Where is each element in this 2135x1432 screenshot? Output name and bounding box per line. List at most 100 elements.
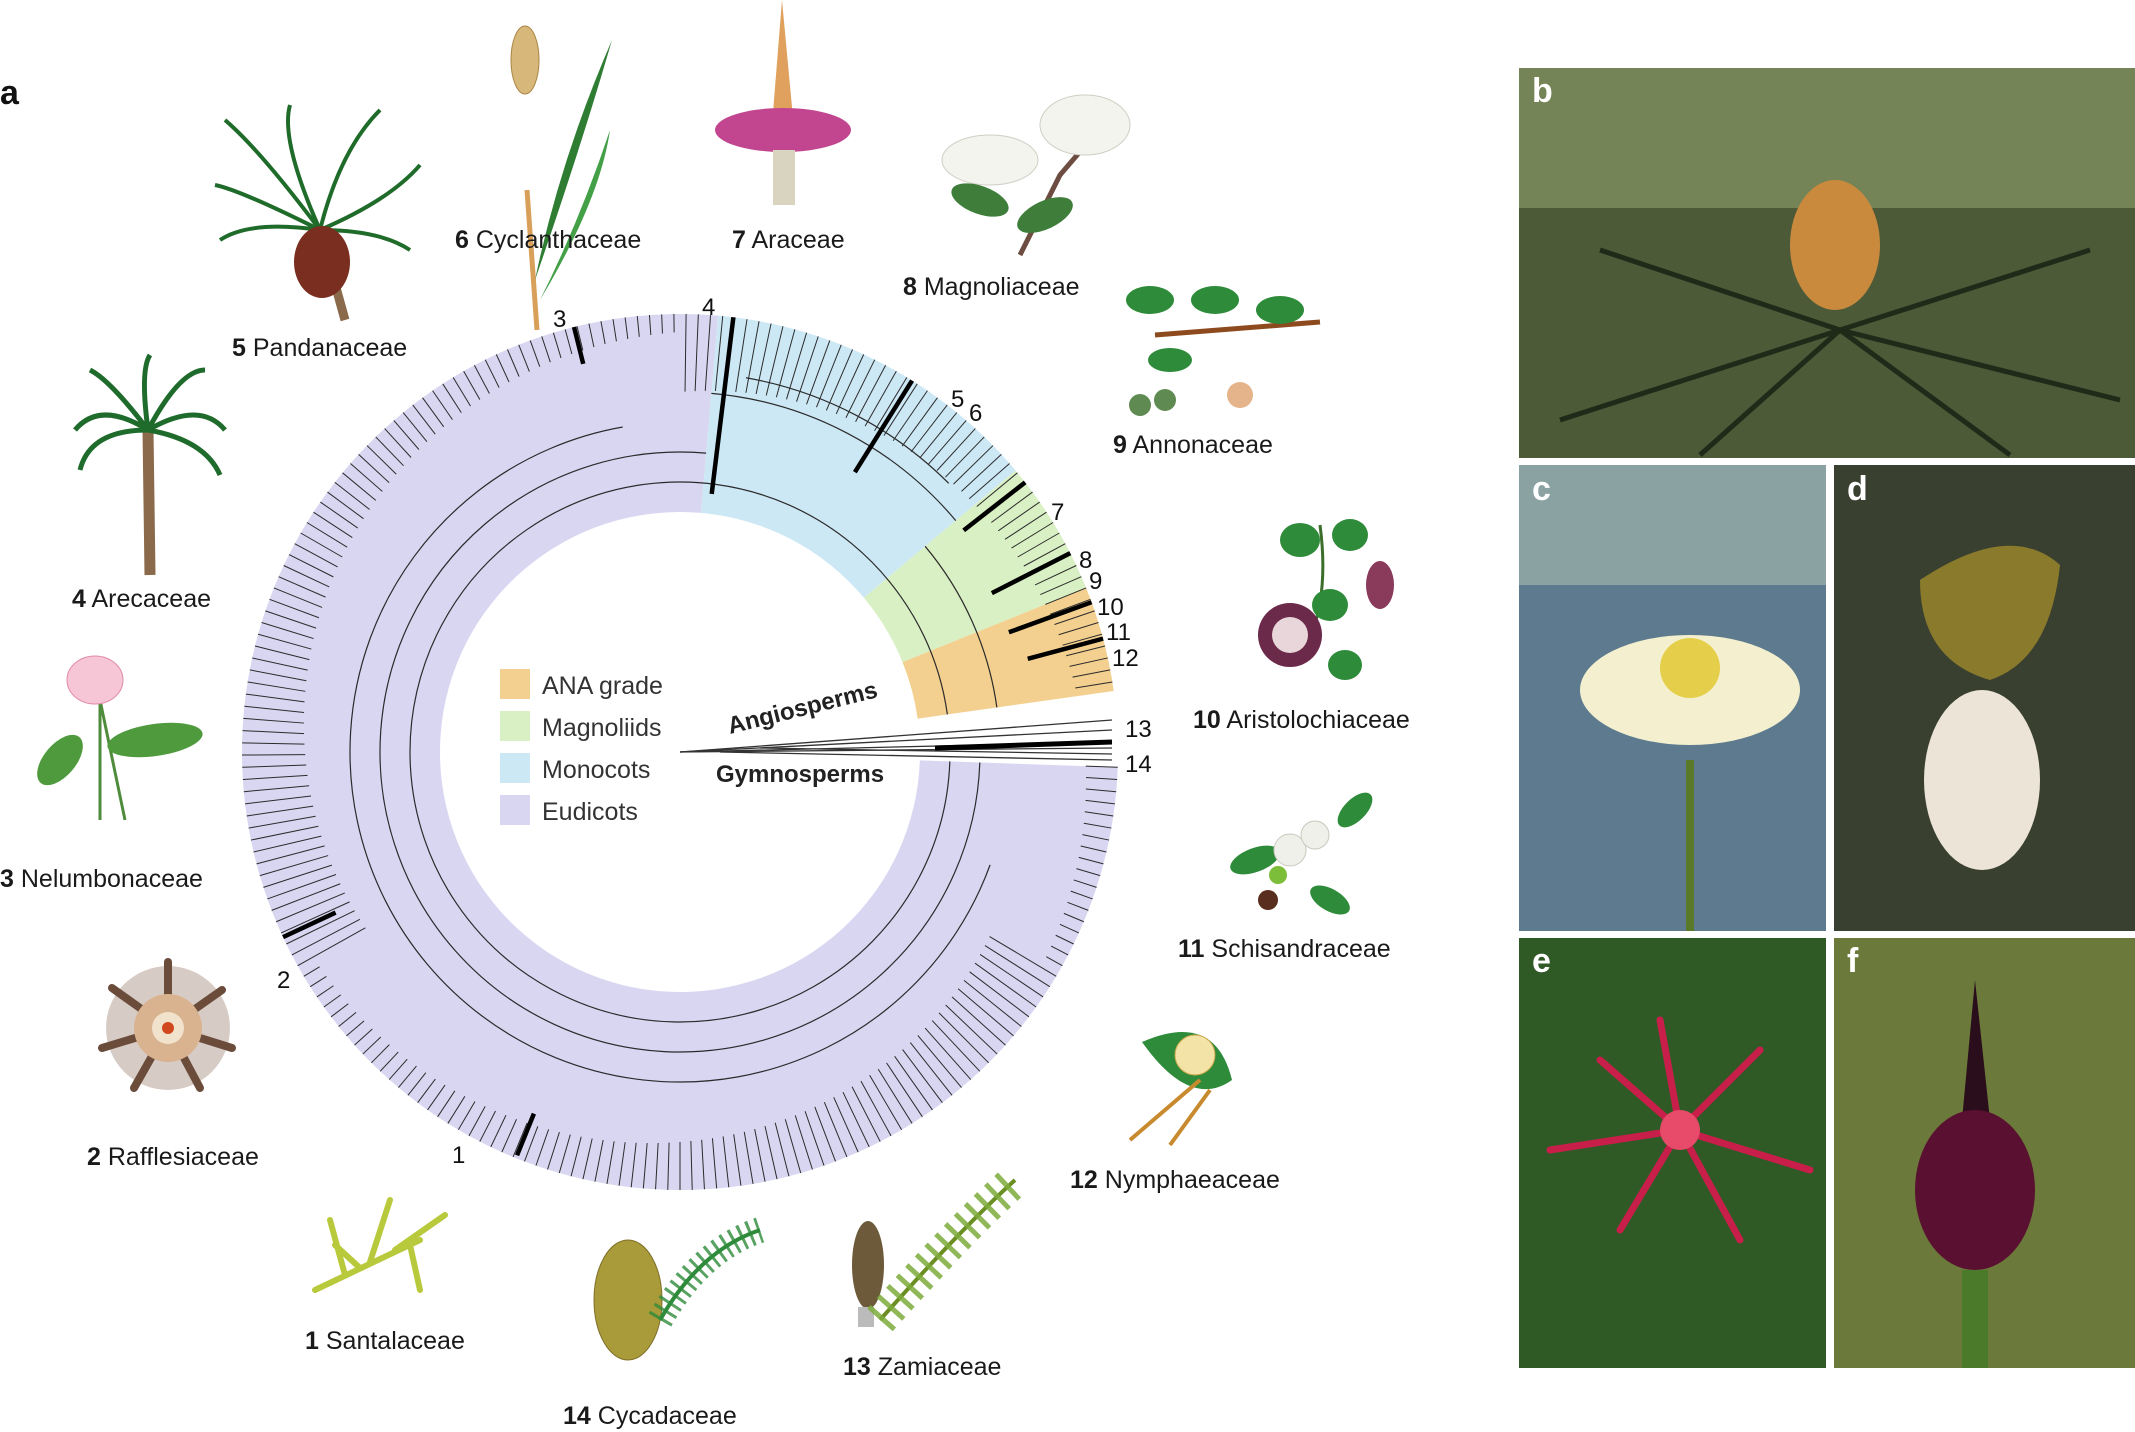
tree-tip-branch bbox=[1073, 879, 1097, 888]
tree-tip-branch bbox=[704, 315, 712, 391]
tree-tip-branch bbox=[501, 1119, 517, 1153]
tree-tip-branch bbox=[427, 1084, 446, 1111]
tree-tip-branch bbox=[316, 985, 334, 998]
tree-tip-branch bbox=[860, 1080, 892, 1137]
tree-tip-branch bbox=[733, 1134, 742, 1186]
tree-tip-branch bbox=[928, 420, 967, 465]
family-label-8: 8 Magnoliaceae bbox=[903, 273, 1080, 301]
tree-tip-branch bbox=[327, 491, 364, 520]
tree-tip-branch bbox=[291, 918, 361, 956]
tree-tip-branch bbox=[269, 598, 320, 619]
tree-tip-branch bbox=[823, 1102, 848, 1158]
clade-number-14: 14 bbox=[1125, 751, 1152, 778]
tree-tip-branch bbox=[242, 742, 305, 745]
tree-tip-branch bbox=[991, 491, 1033, 523]
tree-tip-branch bbox=[457, 1101, 476, 1131]
family-label-5: 5 Pandanaceae bbox=[232, 334, 407, 362]
tree-tip-branch bbox=[892, 390, 928, 442]
tree-tip-branch bbox=[432, 390, 453, 420]
tree-tip-branch bbox=[473, 365, 490, 394]
photo-e: e bbox=[1519, 938, 1826, 1368]
tree-tip-branch bbox=[754, 1128, 766, 1182]
tree-tip-branch bbox=[1084, 811, 1114, 817]
highlighted-clade-branch bbox=[852, 379, 915, 474]
tree-tip-branch bbox=[755, 323, 772, 395]
tree-tip-branch bbox=[833, 1097, 859, 1153]
tree-tip-branch bbox=[924, 1027, 972, 1080]
tree-internal-arc bbox=[711, 392, 957, 521]
tree-tip-branch bbox=[273, 587, 323, 608]
tree-tip-branch bbox=[825, 349, 854, 411]
tree-tip-branch bbox=[263, 864, 333, 888]
family-label-11: 11 Schisandraceae bbox=[1178, 935, 1391, 963]
photo-e-letter: e bbox=[1532, 942, 1551, 980]
cycadaceae-illustration bbox=[593, 1217, 765, 1361]
tree-tip-branch bbox=[910, 404, 948, 453]
highlighted-clade-branch bbox=[571, 326, 586, 365]
clade-number-8: 8 bbox=[1079, 547, 1092, 574]
tree-tip-branch bbox=[694, 314, 699, 392]
tree-tip-branch bbox=[953, 445, 994, 485]
tree-tip-branch bbox=[874, 377, 908, 431]
tree-tip-branch bbox=[1055, 934, 1074, 945]
zamiaceae-illustration bbox=[852, 1167, 1027, 1332]
tree-tip-branch bbox=[1063, 912, 1084, 923]
family-label-13: 13 Zamiaceae bbox=[843, 1353, 1001, 1381]
tree-tip-branch bbox=[249, 669, 307, 682]
tree-tip-branch bbox=[1072, 669, 1111, 678]
tree-tip-branch bbox=[518, 344, 530, 372]
clade-number-11: 11 bbox=[1106, 619, 1131, 646]
clade-number-5: 5 bbox=[951, 386, 964, 413]
tree-tip-branch bbox=[944, 436, 985, 478]
tree-tip-branch bbox=[384, 428, 412, 458]
legend-label-monocots: Monocots bbox=[542, 756, 650, 784]
tree-tip-branch bbox=[989, 936, 1057, 977]
tree-tip-branch bbox=[276, 892, 346, 923]
gymnosperms-label: Gymnosperms bbox=[716, 761, 884, 788]
tree-tip-branch bbox=[242, 730, 305, 735]
legend: ANA grade Magnoliids Monocots Eudicots bbox=[500, 669, 663, 826]
tree-tip-branch bbox=[661, 314, 663, 334]
tree-tip-branch bbox=[362, 1036, 382, 1055]
illustrations: 5 Pandanaceae 6 Cyclanthaceae 7 Araceae … bbox=[0, 0, 1410, 1430]
nelumbonaceae-illustration bbox=[37, 655, 203, 821]
tree-tip-branch bbox=[594, 1139, 604, 1182]
tree-tip-branch bbox=[437, 1090, 456, 1118]
tree-tip-branch bbox=[1049, 598, 1091, 615]
photo-c: c bbox=[1519, 465, 1826, 931]
tree-tip-branch bbox=[252, 657, 308, 671]
tree-tip-branch bbox=[288, 554, 334, 578]
highlighted-clade-branch bbox=[709, 316, 736, 495]
aristolochiaceae-illustration bbox=[1258, 519, 1394, 680]
tree-tip-branch bbox=[1046, 956, 1063, 967]
tree-tip-branch bbox=[1070, 890, 1093, 900]
photo-f: f bbox=[1834, 938, 2135, 1368]
legend-label-ana: ANA grade bbox=[542, 672, 663, 700]
tree-tip-branch bbox=[701, 1139, 705, 1190]
eudicots-sector bbox=[241, 313, 1118, 1190]
tree-tip-branch bbox=[278, 576, 326, 598]
phylogeny-ring bbox=[241, 313, 1118, 1190]
photo-d-letter: d bbox=[1847, 470, 1868, 508]
tree-tip-branch bbox=[558, 1134, 571, 1174]
tree-tip-branch bbox=[242, 774, 308, 781]
tree-internal-arc bbox=[924, 545, 998, 708]
tree-tip-branch bbox=[984, 945, 1051, 988]
panel-a-letter: a bbox=[0, 74, 20, 112]
tree-tip-branch bbox=[624, 317, 629, 339]
tree-tip-branch bbox=[938, 1012, 989, 1064]
tree-tip-branch bbox=[398, 1065, 417, 1088]
tree-tip-branch bbox=[245, 795, 312, 805]
highlighted-clade-branch bbox=[1027, 636, 1104, 661]
tree-tip-branch bbox=[294, 543, 338, 568]
tree-tip-branch bbox=[388, 1058, 408, 1080]
tree-tip-branch bbox=[484, 359, 500, 388]
tree-tip-branch bbox=[711, 1138, 718, 1189]
tree-tip-branch bbox=[1066, 645, 1106, 657]
tree-tip-branch bbox=[775, 329, 796, 398]
tree-tip-branch bbox=[379, 1051, 399, 1072]
tree-tip-branch bbox=[851, 1086, 881, 1142]
tree-tip-branch bbox=[254, 645, 310, 661]
magnoliaceae-illustration bbox=[941, 94, 1131, 257]
clade-number-10: 10 bbox=[1097, 594, 1124, 621]
